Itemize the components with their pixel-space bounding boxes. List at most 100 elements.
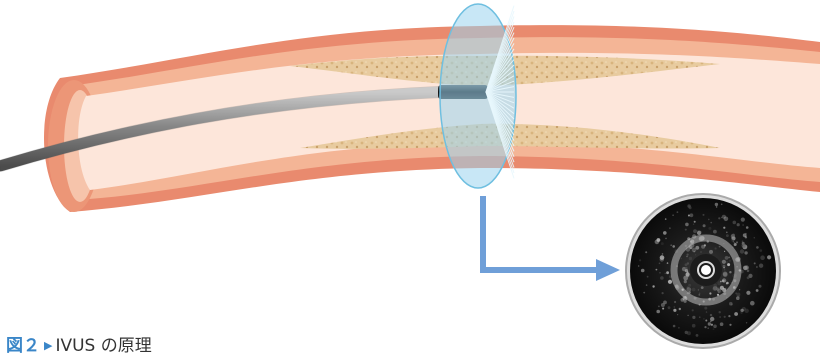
figure-caption: 図２▶IVUS の原理: [6, 336, 152, 356]
ivus-speckle-dot: [728, 315, 730, 317]
ivus-speckle-dot: [666, 271, 669, 274]
ivus-speckle-dot: [734, 243, 737, 246]
ivus-speckle-dot: [760, 255, 765, 260]
ivus-speckle-dot: [687, 271, 689, 273]
ivus-speckle-dot: [641, 269, 645, 273]
ivus-speckle-dot: [718, 217, 720, 219]
connector-arrow-head: [596, 259, 620, 281]
ivus-speckle-dot: [756, 289, 759, 292]
ivus-speckle-dot: [717, 289, 721, 293]
ivus-speckle-dot: [678, 327, 680, 329]
ivus-speckle-dot: [687, 331, 691, 335]
ivus-speckle-dot: [689, 206, 692, 209]
ivus-speckle-dot: [726, 232, 728, 234]
ivus-speckle-dot: [713, 230, 717, 234]
ivus-speckle-dot: [743, 233, 747, 237]
ivus-speckle-dot: [732, 234, 735, 237]
ivus-speckle-dot: [726, 234, 729, 237]
ivus-speckle-dot: [645, 251, 647, 253]
ivus-speckle-dot: [674, 301, 676, 303]
ivus-speckle-dot: [698, 289, 699, 290]
ivus-speckle-dot: [699, 293, 701, 295]
ivus-speckle-dot: [760, 249, 763, 252]
ivus-speckle-dot: [698, 294, 700, 296]
ivus-speckle-dot: [692, 248, 697, 253]
ivus-speckle-dot: [722, 289, 724, 291]
ivus-speckle-dot: [715, 247, 717, 249]
ivus-speckle-dot: [703, 224, 706, 227]
ivus-speckle-dot: [733, 221, 737, 225]
ivus-speckle-dot: [660, 276, 664, 280]
ivus-speckle-dot: [767, 255, 771, 259]
ivus-speckle-dot: [672, 214, 674, 216]
ivus-speckle-dot: [724, 251, 725, 252]
ivus-speckle-dot: [740, 309, 743, 312]
ivus-speckle-dot: [740, 312, 742, 314]
ivus-speckle-dot: [705, 320, 707, 322]
ivus-speckle-dot: [747, 276, 750, 279]
ivus-speckle-dot: [685, 229, 687, 231]
ivus-speckle-dot: [700, 251, 702, 253]
ivus-speckle-dot: [716, 206, 718, 208]
ivus-speckle-dot: [700, 231, 702, 233]
ivus-speckle-dot: [647, 276, 649, 278]
ivus-speckle-dot: [722, 260, 726, 264]
ivus-speckle-dot: [746, 291, 750, 295]
ivus-speckle-dot: [741, 218, 745, 222]
ivus-speckle-dot: [709, 250, 713, 254]
ivus-speckle-dot: [663, 231, 667, 235]
ivus-speckle-dot: [721, 204, 723, 206]
ivus-speckle-dot: [723, 265, 726, 268]
ivus-speckle-dot: [687, 254, 689, 256]
figure-title: IVUS の原理: [55, 336, 151, 356]
ivus-speckle-dot: [720, 322, 724, 326]
ivus-speckle-dot: [693, 224, 694, 225]
ivus-speckle-dot: [662, 253, 664, 255]
ivus-speckle-dot: [737, 223, 740, 226]
ivus-speckle-dot: [708, 322, 711, 325]
ivus-speckle-dot: [728, 257, 730, 259]
ivus-speckle-dot: [665, 238, 667, 240]
ivus-speckle-dot: [667, 262, 669, 264]
ivus-speckle-dot: [708, 227, 711, 230]
ivus-speckle-dot: [734, 242, 735, 243]
ivus-speckle-dot: [742, 244, 746, 248]
ivus-speckle-dot: [686, 272, 690, 276]
ivus-speckle-dot: [703, 214, 705, 216]
ivus-speckle-dot: [713, 325, 717, 329]
ivus-speckle-dot: [742, 224, 744, 226]
ivus-speckle-dot: [723, 272, 728, 277]
ivus-speckle-dot: [729, 271, 731, 273]
ivus-speckle-dot: [701, 286, 704, 289]
ivus-speckle-dot: [729, 260, 731, 262]
ivus-speckle-dot: [736, 293, 740, 297]
ivus-speckle-dot: [661, 242, 664, 245]
ivus-speckle-dot: [639, 259, 641, 261]
ivus-speckle-dot: [736, 296, 740, 300]
ivus-speckle-dot: [699, 317, 700, 318]
ivus-speckle-dot: [712, 287, 716, 291]
ivus-speckle-dot: [742, 241, 744, 243]
ivus-speckle-dot: [759, 264, 763, 268]
ivus-speckle-dot: [708, 219, 710, 221]
ivus-speckle-dot: [692, 288, 696, 292]
ivus-speckle-dot: [726, 283, 727, 284]
ivus-speckle-dot: [723, 227, 725, 229]
ivus-speckle-dot: [677, 314, 678, 315]
ivus-speckle-dot: [696, 334, 699, 337]
ivus-speckle-dot: [692, 316, 695, 319]
ivus-speckle-dot: [756, 266, 758, 268]
connector-arrow-line: [483, 196, 600, 270]
ivus-speckle-dot: [719, 311, 721, 313]
ivus-speckle-dot: [747, 270, 750, 273]
ivus-speckle-dot: [706, 311, 707, 312]
ivus-speckle-dot: [695, 254, 696, 255]
ivus-speckle-dot: [746, 322, 747, 323]
ivus-speckle-dot: [710, 222, 712, 224]
ivus-speckle-dot: [677, 211, 679, 213]
ivus-speckle-dot: [668, 306, 671, 309]
ivus-speckle-dot: [746, 226, 749, 229]
ivus-speckle-dot: [686, 256, 687, 257]
ivus-speckle-dot: [750, 301, 755, 306]
ivus-speckle-dot: [731, 239, 734, 242]
